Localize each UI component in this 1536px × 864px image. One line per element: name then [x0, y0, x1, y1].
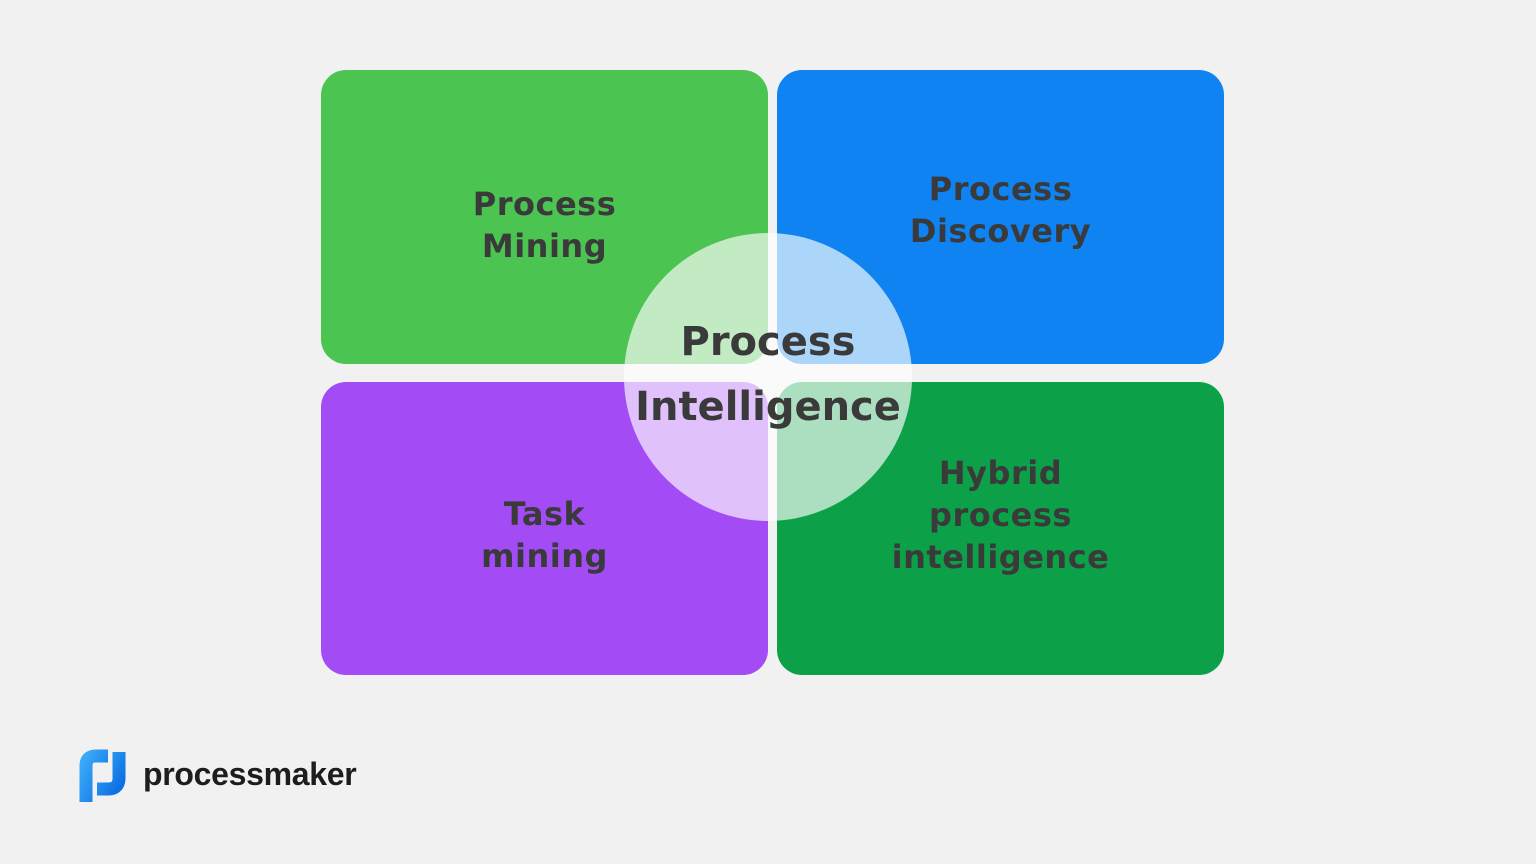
processmaker-logo: processmaker [74, 744, 357, 808]
label-line: mining [481, 537, 608, 576]
label-line: process [929, 496, 1072, 535]
label-line: Process [680, 319, 856, 365]
center-overlap-circle: Process Intelligence [624, 233, 912, 521]
label-line: Hybrid [938, 454, 1063, 493]
label-line: Discovery [909, 211, 1092, 250]
label-line: Process [472, 184, 617, 223]
quadrant-hybrid-process-intelligence-label: Hybrid process intelligence [892, 452, 1110, 578]
label-line: intelligence [891, 538, 1110, 577]
center-circle-label: Process Intelligence [635, 310, 901, 440]
label-line: Mining [481, 226, 608, 265]
processmaker-p-icon [79, 749, 126, 802]
quadrant-process-mining-label: Process Mining [473, 183, 616, 267]
label-line: Process [928, 169, 1073, 208]
quadrant-task-mining-label: Task mining [481, 493, 608, 577]
quadrant-process-discovery-label: Process Discovery [910, 168, 1091, 252]
quadrant-process-mining: Process Mining [321, 70, 768, 364]
label-line: Task [503, 495, 586, 534]
processmaker-logo-text: processmaker [143, 755, 357, 792]
label-line: Intelligence [635, 384, 901, 430]
